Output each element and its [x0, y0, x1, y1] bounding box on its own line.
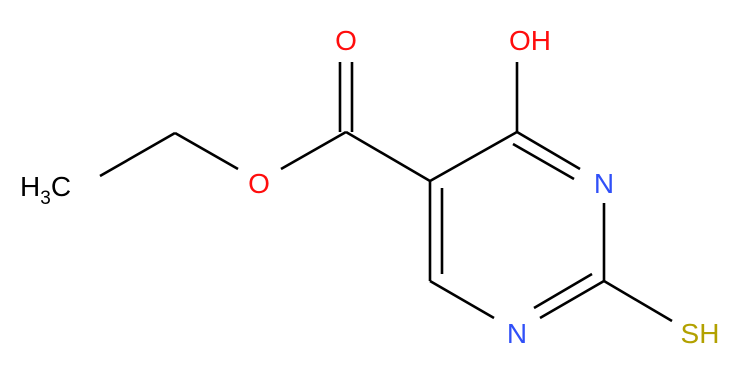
bond-ch2-ester-oxygen [174, 131, 239, 171]
bond-c2-n1-b [533, 272, 593, 310]
ring-nitrogen-upper-label: N [594, 168, 614, 199]
bond-c5-c4 [429, 130, 518, 183]
bond-carbonyl-ring [345, 130, 431, 183]
carbonyl-oxygen-label: O [335, 25, 357, 56]
methyl-c: C [51, 171, 71, 202]
bonds [99, 62, 673, 323]
hydroxyl-label: OH [509, 25, 551, 56]
ester-oxygen-label: O [248, 168, 270, 199]
methyl-label: H3C [20, 171, 71, 209]
methyl-subscript: 3 [40, 188, 51, 209]
bond-n1-c6 [429, 279, 495, 320]
bond-ester-oxygen-carbonyl [280, 130, 347, 171]
bond-c4-n3-a [516, 130, 581, 171]
methyl-h: H [20, 171, 40, 202]
bond-methyl-ch2 [99, 131, 176, 178]
bond-c2-n1-a [539, 279, 605, 320]
thiol-label: SH [681, 318, 720, 349]
bond-c2-thiol [603, 279, 673, 323]
atom-labels: OH O O N N SH H3C [20, 25, 719, 349]
bond-c4-n3-b [512, 142, 575, 181]
ring-nitrogen-lower-label: N [507, 318, 527, 349]
